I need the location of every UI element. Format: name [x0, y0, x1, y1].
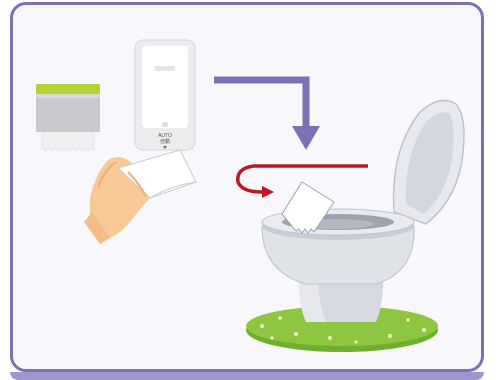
toilet-paper-holder — [36, 84, 100, 151]
hand-with-paper — [84, 150, 196, 244]
auto-dispenser: AUTO 自動 — [135, 40, 195, 150]
down-arrow-icon — [214, 80, 320, 150]
frame-bottom-bar — [10, 372, 484, 380]
dispenser-auto-sublabel: 自動 — [160, 138, 170, 145]
